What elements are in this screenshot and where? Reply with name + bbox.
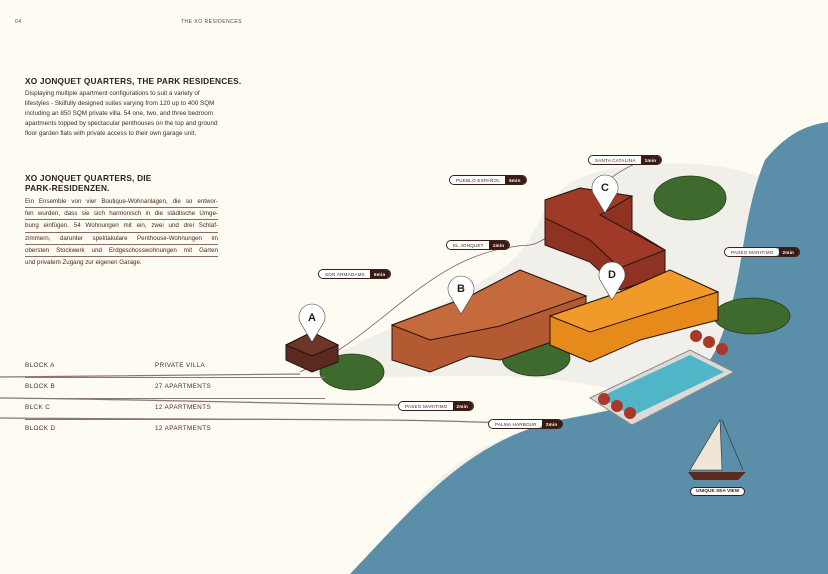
location-name: SANTA CATALINA xyxy=(589,156,641,164)
marker-b[interactable]: B xyxy=(457,283,465,295)
block-name: BLCK C xyxy=(25,404,51,411)
sea-view-label: UNIQUE SEA VIEW xyxy=(690,487,746,496)
location-name: PASEO MARITIMO xyxy=(725,248,779,256)
german-title-1: XO JONQUET QUARTERS, DIE xyxy=(25,173,152,183)
english-title: XO JONQUET QUARTERS, THE PARK RESIDENCES… xyxy=(25,76,242,86)
german-line: fen wurden, dass sie sich harmonisch in … xyxy=(25,208,218,221)
location-name: PUEBLO ESPAÑOL xyxy=(450,176,506,184)
walk-time: 2min xyxy=(778,248,800,256)
block-row: BLCK C 12 APARTMENTS xyxy=(25,399,325,420)
block-row: BLOCK B 27 APARTMENTS xyxy=(25,378,325,399)
block-value: 12 APARTMENTS xyxy=(155,404,212,411)
location-name: SON ARMADAMS xyxy=(319,270,370,278)
german-line: und privatem Zugang zur eigenen Garage. xyxy=(25,259,142,267)
walk-time: 5min xyxy=(369,270,391,278)
walk-time: 2min xyxy=(452,402,474,410)
block-name: BLOCK A xyxy=(25,362,55,369)
german-line: zimmern, darunter spektakulare Penthouse… xyxy=(25,233,218,245)
running-title: THE XO RESIDENCES xyxy=(181,19,243,25)
block-row: BLOCK D 12 APARTMENTS xyxy=(25,420,325,441)
block-row: BLOCK A PRIVATE VILLA xyxy=(25,357,325,378)
german-line: obersten Stockwerk und Erdgeschosswohnun… xyxy=(25,245,218,258)
english-body: Displaying multiple apartment configurat… xyxy=(25,90,218,138)
location-name: PASEO MARITIMO xyxy=(399,402,453,410)
german-line: bung einfügen. 54 Wohnungen mit ein, zwe… xyxy=(25,220,218,233)
page-number: 04 xyxy=(15,19,22,25)
walk-time: 1min xyxy=(640,156,662,164)
german-body: Ein Ensemble von vier Boutique-Wohnanlag… xyxy=(25,196,218,268)
walk-time: 1min xyxy=(488,241,510,249)
marker-a[interactable]: A xyxy=(308,312,316,324)
german-title-2: PARK-RESIDENZEN. xyxy=(25,183,110,193)
block-d xyxy=(548,269,720,363)
block-name: BLOCK D xyxy=(25,425,56,432)
block-value: 27 APARTMENTS xyxy=(155,383,212,390)
location-name: EL JONQUET xyxy=(447,241,489,249)
german-line: Ein Ensemble von vier Boutique-Wohnanlag… xyxy=(25,196,218,209)
umbrella-icons xyxy=(598,330,728,419)
block-b xyxy=(390,269,588,373)
marker-d[interactable]: D xyxy=(608,269,616,281)
block-value: 12 APARTMENTS xyxy=(155,425,212,432)
map-pin-icons xyxy=(298,174,626,343)
marker-c[interactable]: C xyxy=(601,182,609,194)
block-name: BLOCK B xyxy=(25,383,56,390)
walk-time: 5min xyxy=(505,176,526,184)
location-name: PALMA HARBOUR xyxy=(489,420,542,428)
pool xyxy=(588,349,736,426)
block-value: PRIVATE VILLA xyxy=(155,362,206,369)
sailboat-icon xyxy=(688,418,746,480)
walk-time: 2min xyxy=(541,420,563,428)
